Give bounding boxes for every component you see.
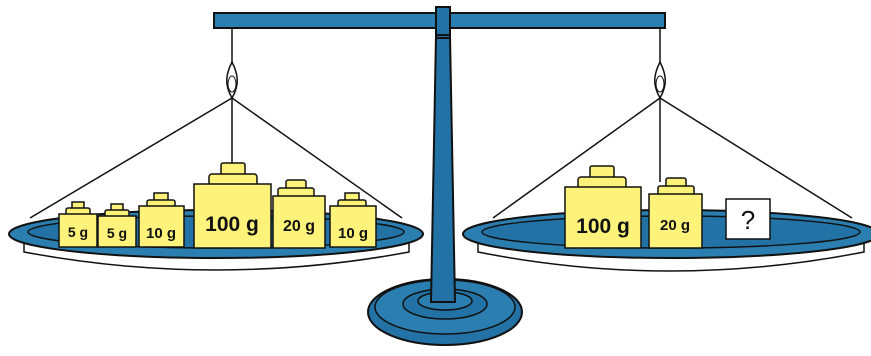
weight-label: 10 g — [146, 225, 176, 242]
scale-beam — [213, 6, 666, 36]
weight-label: 100 g — [576, 215, 630, 238]
weight-label: 20 g — [283, 218, 315, 235]
weight-10g-b: 10 g — [329, 192, 377, 248]
weight-label: 20 g — [660, 217, 690, 234]
weight-100g-right: 100 g — [564, 165, 642, 249]
unknown-weight-label: ? — [741, 205, 755, 235]
weight-20g-right: 20 g — [648, 177, 703, 249]
unknown-weight-box: ? — [725, 198, 771, 240]
weight-label: 5 g — [107, 225, 127, 241]
scale-post — [429, 6, 457, 303]
weight-5g-a: 5 g — [58, 201, 98, 248]
weight-10g-a: 10 g — [138, 192, 185, 248]
weight-5g-b: 5 g — [97, 203, 137, 248]
weight-20g-left: 20 g — [272, 179, 326, 249]
right-hanger — [492, 28, 853, 219]
scale-base — [367, 278, 523, 346]
left-hanger — [29, 28, 403, 219]
weight-label: 5 g — [68, 224, 88, 240]
weight-100g-left: 100 g — [193, 162, 272, 249]
weight-label: 10 g — [338, 225, 368, 242]
weight-label: 100 g — [205, 213, 259, 236]
